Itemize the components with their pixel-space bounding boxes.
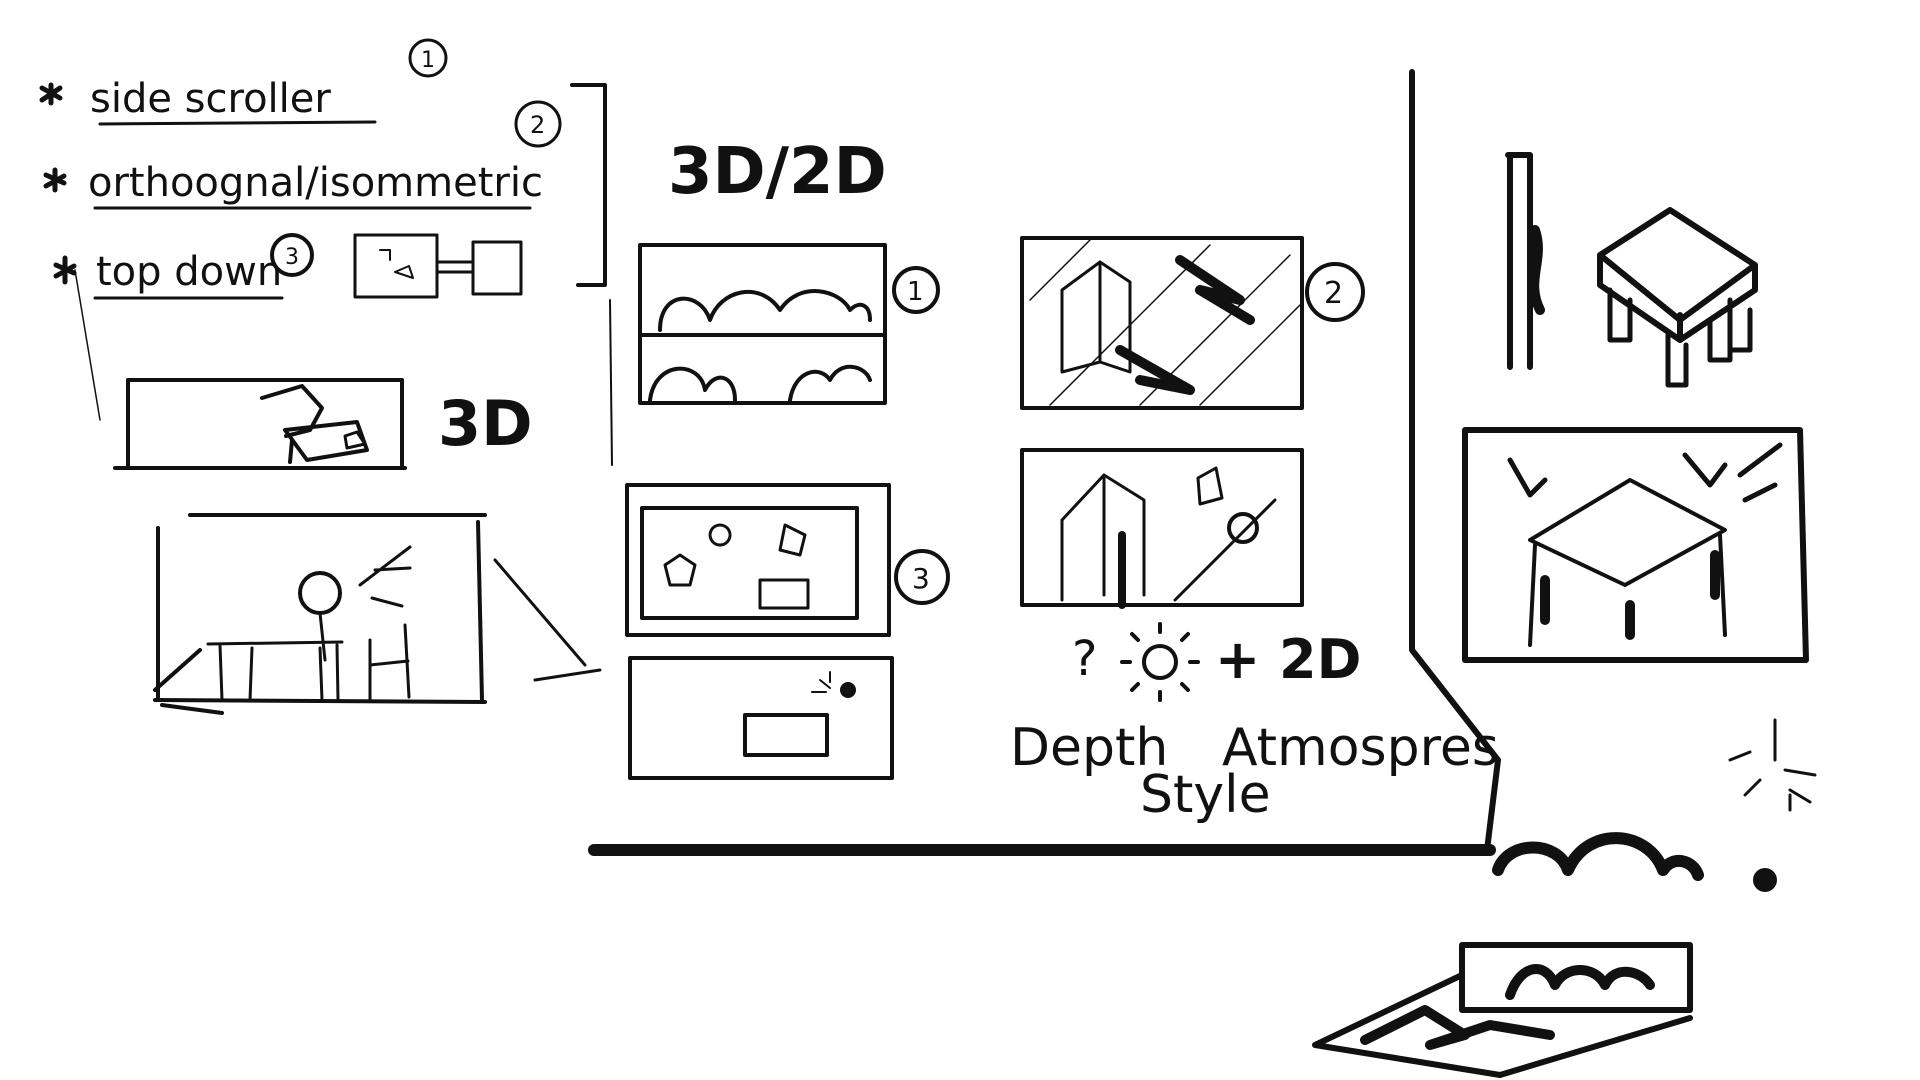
sun-icon xyxy=(1120,622,1200,702)
number-circle xyxy=(894,549,950,605)
number-circle xyxy=(514,100,562,148)
list-item-side-scroller: side scroller xyxy=(90,76,331,122)
list-item-orthogonal: orthoognal/isommetric xyxy=(88,160,543,206)
bullet-asterisk-icon xyxy=(39,82,63,106)
number-1-label: 1 xyxy=(421,48,435,73)
sketch-table-closeup xyxy=(1462,427,1809,663)
number-circle xyxy=(408,38,448,78)
style-label: Style xyxy=(1140,765,1271,825)
divider-vertical xyxy=(1409,69,1501,853)
sketch-ground-plane xyxy=(1312,942,1693,1078)
plus-2d-label: + 2D xyxy=(1215,628,1361,691)
label-3d: 3D xyxy=(438,387,533,460)
sketch-3d-box xyxy=(113,378,407,470)
number-2-label: 2 xyxy=(530,111,545,139)
number-circle xyxy=(270,233,314,277)
person-head xyxy=(298,571,342,615)
list-item-top-down: top down xyxy=(96,249,282,295)
heading-3d-2d: 3D/2D xyxy=(668,135,887,209)
panel-1-number: 1 xyxy=(907,277,924,307)
depth-label: Depth xyxy=(1010,718,1168,778)
bracket xyxy=(570,83,607,287)
perspective-list: side scroller 1 orthoognal/isommetric 2 … xyxy=(39,38,562,300)
sketch-cloud-bush xyxy=(1492,718,1817,892)
sketch-table-object xyxy=(1505,152,1758,388)
panel-3-top-down xyxy=(625,483,894,780)
bullet-asterisk-icon xyxy=(43,167,67,193)
number-3-label: 3 xyxy=(285,245,299,270)
panel-3-number: 3 xyxy=(912,562,930,595)
mini-box xyxy=(471,240,523,296)
sketch-table-scene xyxy=(153,513,602,715)
panel-1-side-scroller xyxy=(638,243,887,405)
bullet-asterisk-icon xyxy=(53,255,77,285)
atmosphere-label: Atmospres xyxy=(1222,718,1499,778)
question-mark: ? xyxy=(1072,631,1097,687)
ink-dot xyxy=(1753,868,1777,892)
panel-2-isometric xyxy=(1020,236,1304,609)
panel-2-number: 2 xyxy=(1324,276,1343,311)
mini-box xyxy=(353,233,439,299)
number-circle xyxy=(892,266,940,314)
number-circle xyxy=(1305,262,1365,322)
light-dot xyxy=(840,682,856,698)
